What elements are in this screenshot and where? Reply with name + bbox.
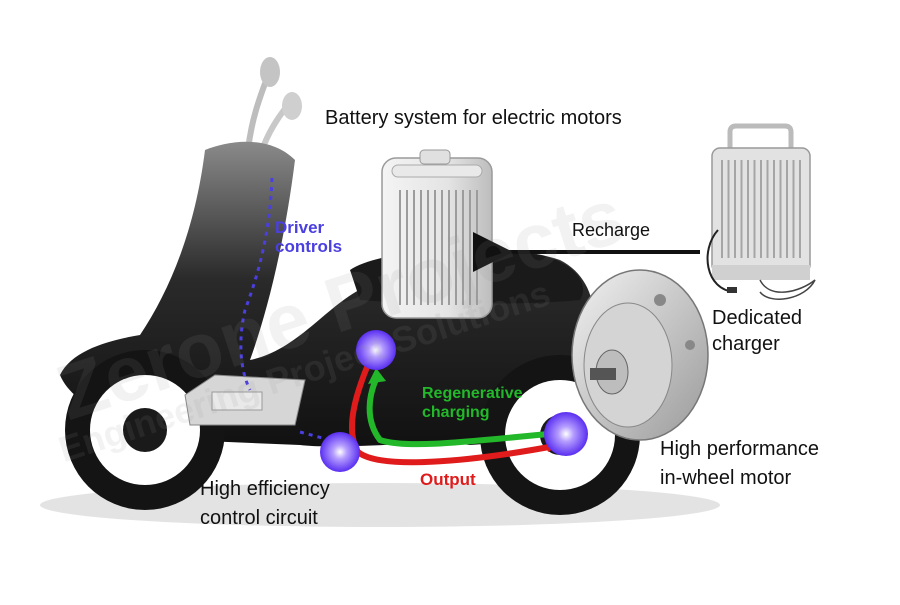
regen-label: Regenerative charging <box>422 385 523 421</box>
charger-fins <box>721 160 801 258</box>
battery-node <box>356 330 396 370</box>
output-arrow <box>349 358 561 466</box>
recharge-label: Recharge <box>572 220 651 240</box>
output-label: Output <box>420 470 476 489</box>
front-wheel <box>65 350 225 510</box>
motor-label: High performance in-wheel motor <box>660 438 819 489</box>
battery-label: Battery system for electric motors <box>325 107 622 129</box>
charger-label: Dedicated charger <box>712 307 803 355</box>
driver-control-wire <box>239 177 274 391</box>
driver-controls-label: Driver controls <box>275 218 343 256</box>
control-circuit-label: High efficiency control circuit <box>200 478 330 529</box>
regen-arrowhead <box>368 368 386 384</box>
controller-node <box>320 432 360 472</box>
regen-arrow <box>366 373 571 448</box>
motor-node <box>544 412 588 456</box>
battery-fins <box>399 190 478 305</box>
control-box <box>184 374 306 426</box>
handlebar-mirrors <box>245 57 302 152</box>
battery-pack <box>381 149 493 319</box>
in-wheel-motor <box>571 269 709 441</box>
